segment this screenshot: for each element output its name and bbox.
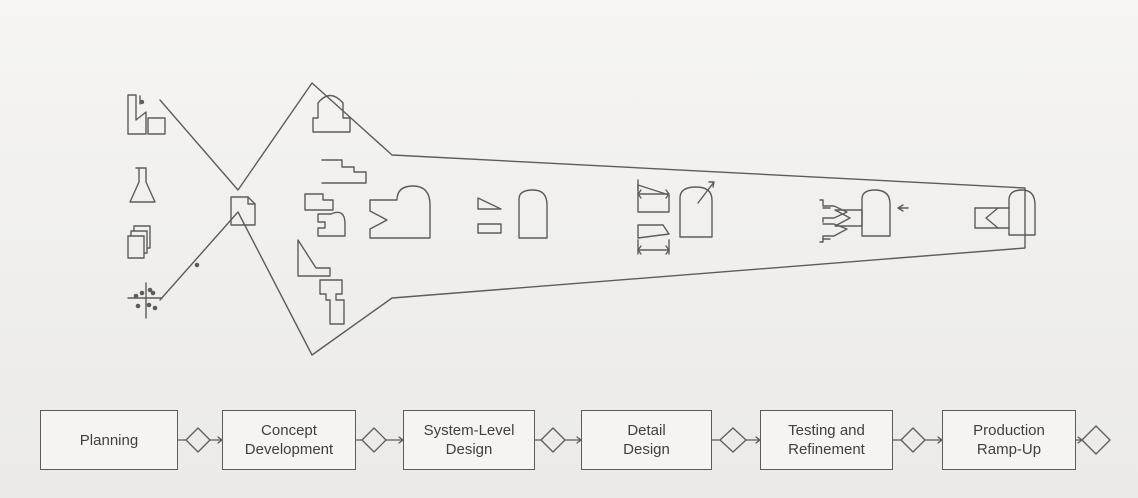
dimensioned-part-icon — [637, 179, 715, 255]
marker-dot — [194, 262, 200, 268]
final-part-icon — [974, 189, 1036, 236]
document-stack-icon — [127, 225, 151, 259]
scatter-plot-icon — [127, 282, 163, 319]
stage-planning: Planning — [40, 410, 178, 470]
stage-system-level-design: System-Level Design — [403, 410, 535, 470]
stage-testing-and-refinement: Testing and Refinement — [760, 410, 893, 470]
gate-diamond — [719, 427, 747, 453]
document-icon — [230, 196, 256, 226]
flask-icon — [129, 167, 156, 203]
process-connectors — [177, 425, 1111, 455]
gate-diamond — [540, 427, 566, 453]
part-assembly-icon — [477, 189, 548, 239]
gate-diamond — [900, 427, 926, 453]
concept-sketch-icon — [297, 94, 367, 325]
funnel-outline — [159, 82, 1026, 356]
stage-production-ramp-up: Production Ramp-Up — [942, 410, 1076, 470]
stage-detail-design: Detail Design — [581, 410, 712, 470]
stage-concept-development: Concept Development — [222, 410, 356, 470]
gate-diamond — [1081, 425, 1111, 455]
tested-part-icon — [819, 189, 909, 243]
factory-icon — [127, 94, 166, 135]
gate-diamond — [185, 427, 211, 453]
part-profile-icon — [369, 185, 431, 239]
gate-diamond — [361, 427, 387, 453]
